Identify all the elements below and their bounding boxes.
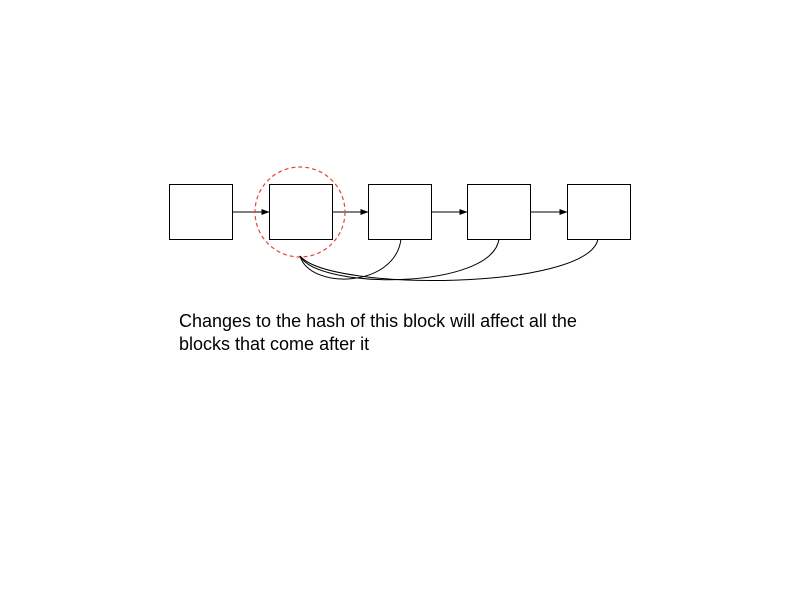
block-3 [368, 184, 432, 240]
block-2 [269, 184, 333, 240]
dependency-curve-block-5 [299, 238, 599, 281]
block-1 [169, 184, 233, 240]
caption: Changes to the hash of this block will a… [179, 310, 619, 356]
block-4 [467, 184, 531, 240]
caption-line-2: blocks that come after it [179, 334, 370, 354]
dependency-curve-block-4 [299, 238, 500, 281]
block-5 [567, 184, 631, 240]
dependency-curve-block-3 [299, 238, 402, 280]
caption-line-1: Changes to the hash of this block will a… [179, 311, 577, 331]
